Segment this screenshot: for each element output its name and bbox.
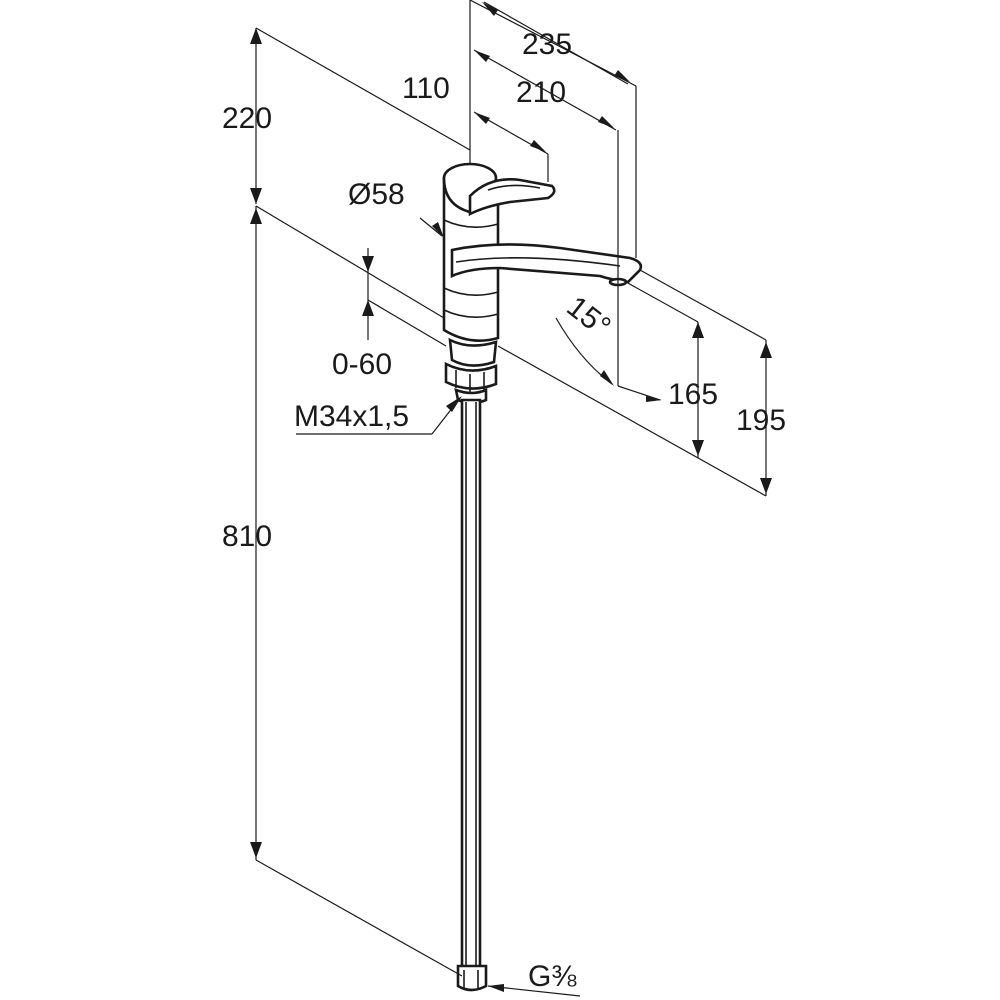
mounting-nut — [444, 361, 498, 390]
spout — [450, 243, 643, 284]
faucet — [442, 0, 643, 992]
label-height-top: 220 — [222, 102, 272, 135]
label-spout-height: 165 — [668, 378, 718, 411]
label-hose-length: 810 — [222, 520, 272, 553]
dimension-lines — [250, 0, 772, 997]
supply-hose — [460, 398, 482, 970]
label-total-height: 195 — [736, 404, 786, 437]
lever-handle — [468, 178, 556, 217]
label-thread: M34x1,5 — [294, 400, 409, 433]
label-reach-total: 235 — [522, 28, 572, 61]
label-deck-thickness: 0-60 — [332, 348, 392, 381]
label-body-diameter: Ø58 — [348, 178, 405, 211]
label-reach-spout: 210 — [516, 76, 566, 109]
label-hose-connection: G⅜ — [528, 960, 577, 993]
label-spout-angle: 15° — [560, 290, 616, 344]
label-lever-offset: 110 — [402, 72, 450, 105]
